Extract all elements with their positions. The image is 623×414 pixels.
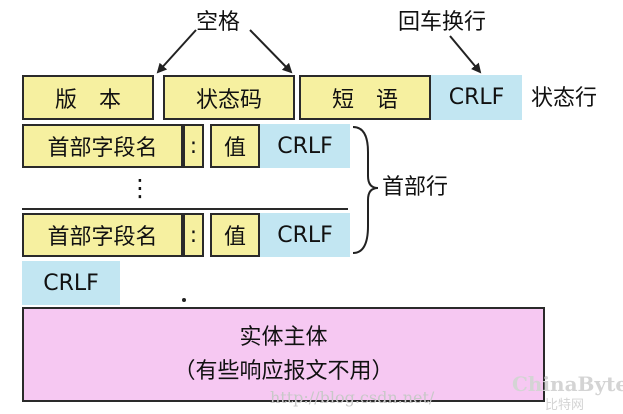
header-brace xyxy=(352,126,379,254)
space-label: 空格 xyxy=(196,10,241,35)
entity-body-title: 实体主体 xyxy=(239,324,328,350)
space-arrow-right xyxy=(249,29,293,74)
status-crlf: CRLF xyxy=(431,75,522,120)
blank-line-crlf: CRLF xyxy=(22,261,120,305)
dot-marker xyxy=(182,298,186,302)
phrase-field: 短 语 xyxy=(299,75,431,120)
header-lines-label: 首部行 xyxy=(382,175,449,200)
space-arrow-left xyxy=(156,29,197,74)
version-field: 版 本 xyxy=(22,75,154,120)
header-crlf: CRLF xyxy=(260,213,350,257)
header-value: 值 xyxy=(210,124,260,168)
entity-body-subtitle: （有些响应报文不用） xyxy=(173,358,394,384)
status-line-label: 状态行 xyxy=(531,86,598,111)
header-crlf: CRLF xyxy=(260,124,350,168)
status-code-field: 状态码 xyxy=(163,75,295,120)
header-field-name: 首部字段名 xyxy=(22,124,183,168)
header-field-name: 首部字段名 xyxy=(22,213,183,257)
header-colon: : xyxy=(183,213,204,257)
watermark-brand-sub: 比特网 xyxy=(545,398,585,413)
crlf-annotation-label: 回车换行 xyxy=(398,10,487,35)
entity-body: 实体主体 （有些响应报文不用） xyxy=(22,307,545,402)
watermark-url: http://blog.csdn.net/ xyxy=(270,388,435,407)
crlf-arrow xyxy=(449,35,482,74)
header-colon: : xyxy=(183,124,204,168)
ellipsis: ⋮ xyxy=(128,174,152,202)
watermark-brand: ChinaByte xyxy=(512,372,623,396)
header-value: 值 xyxy=(210,213,260,257)
